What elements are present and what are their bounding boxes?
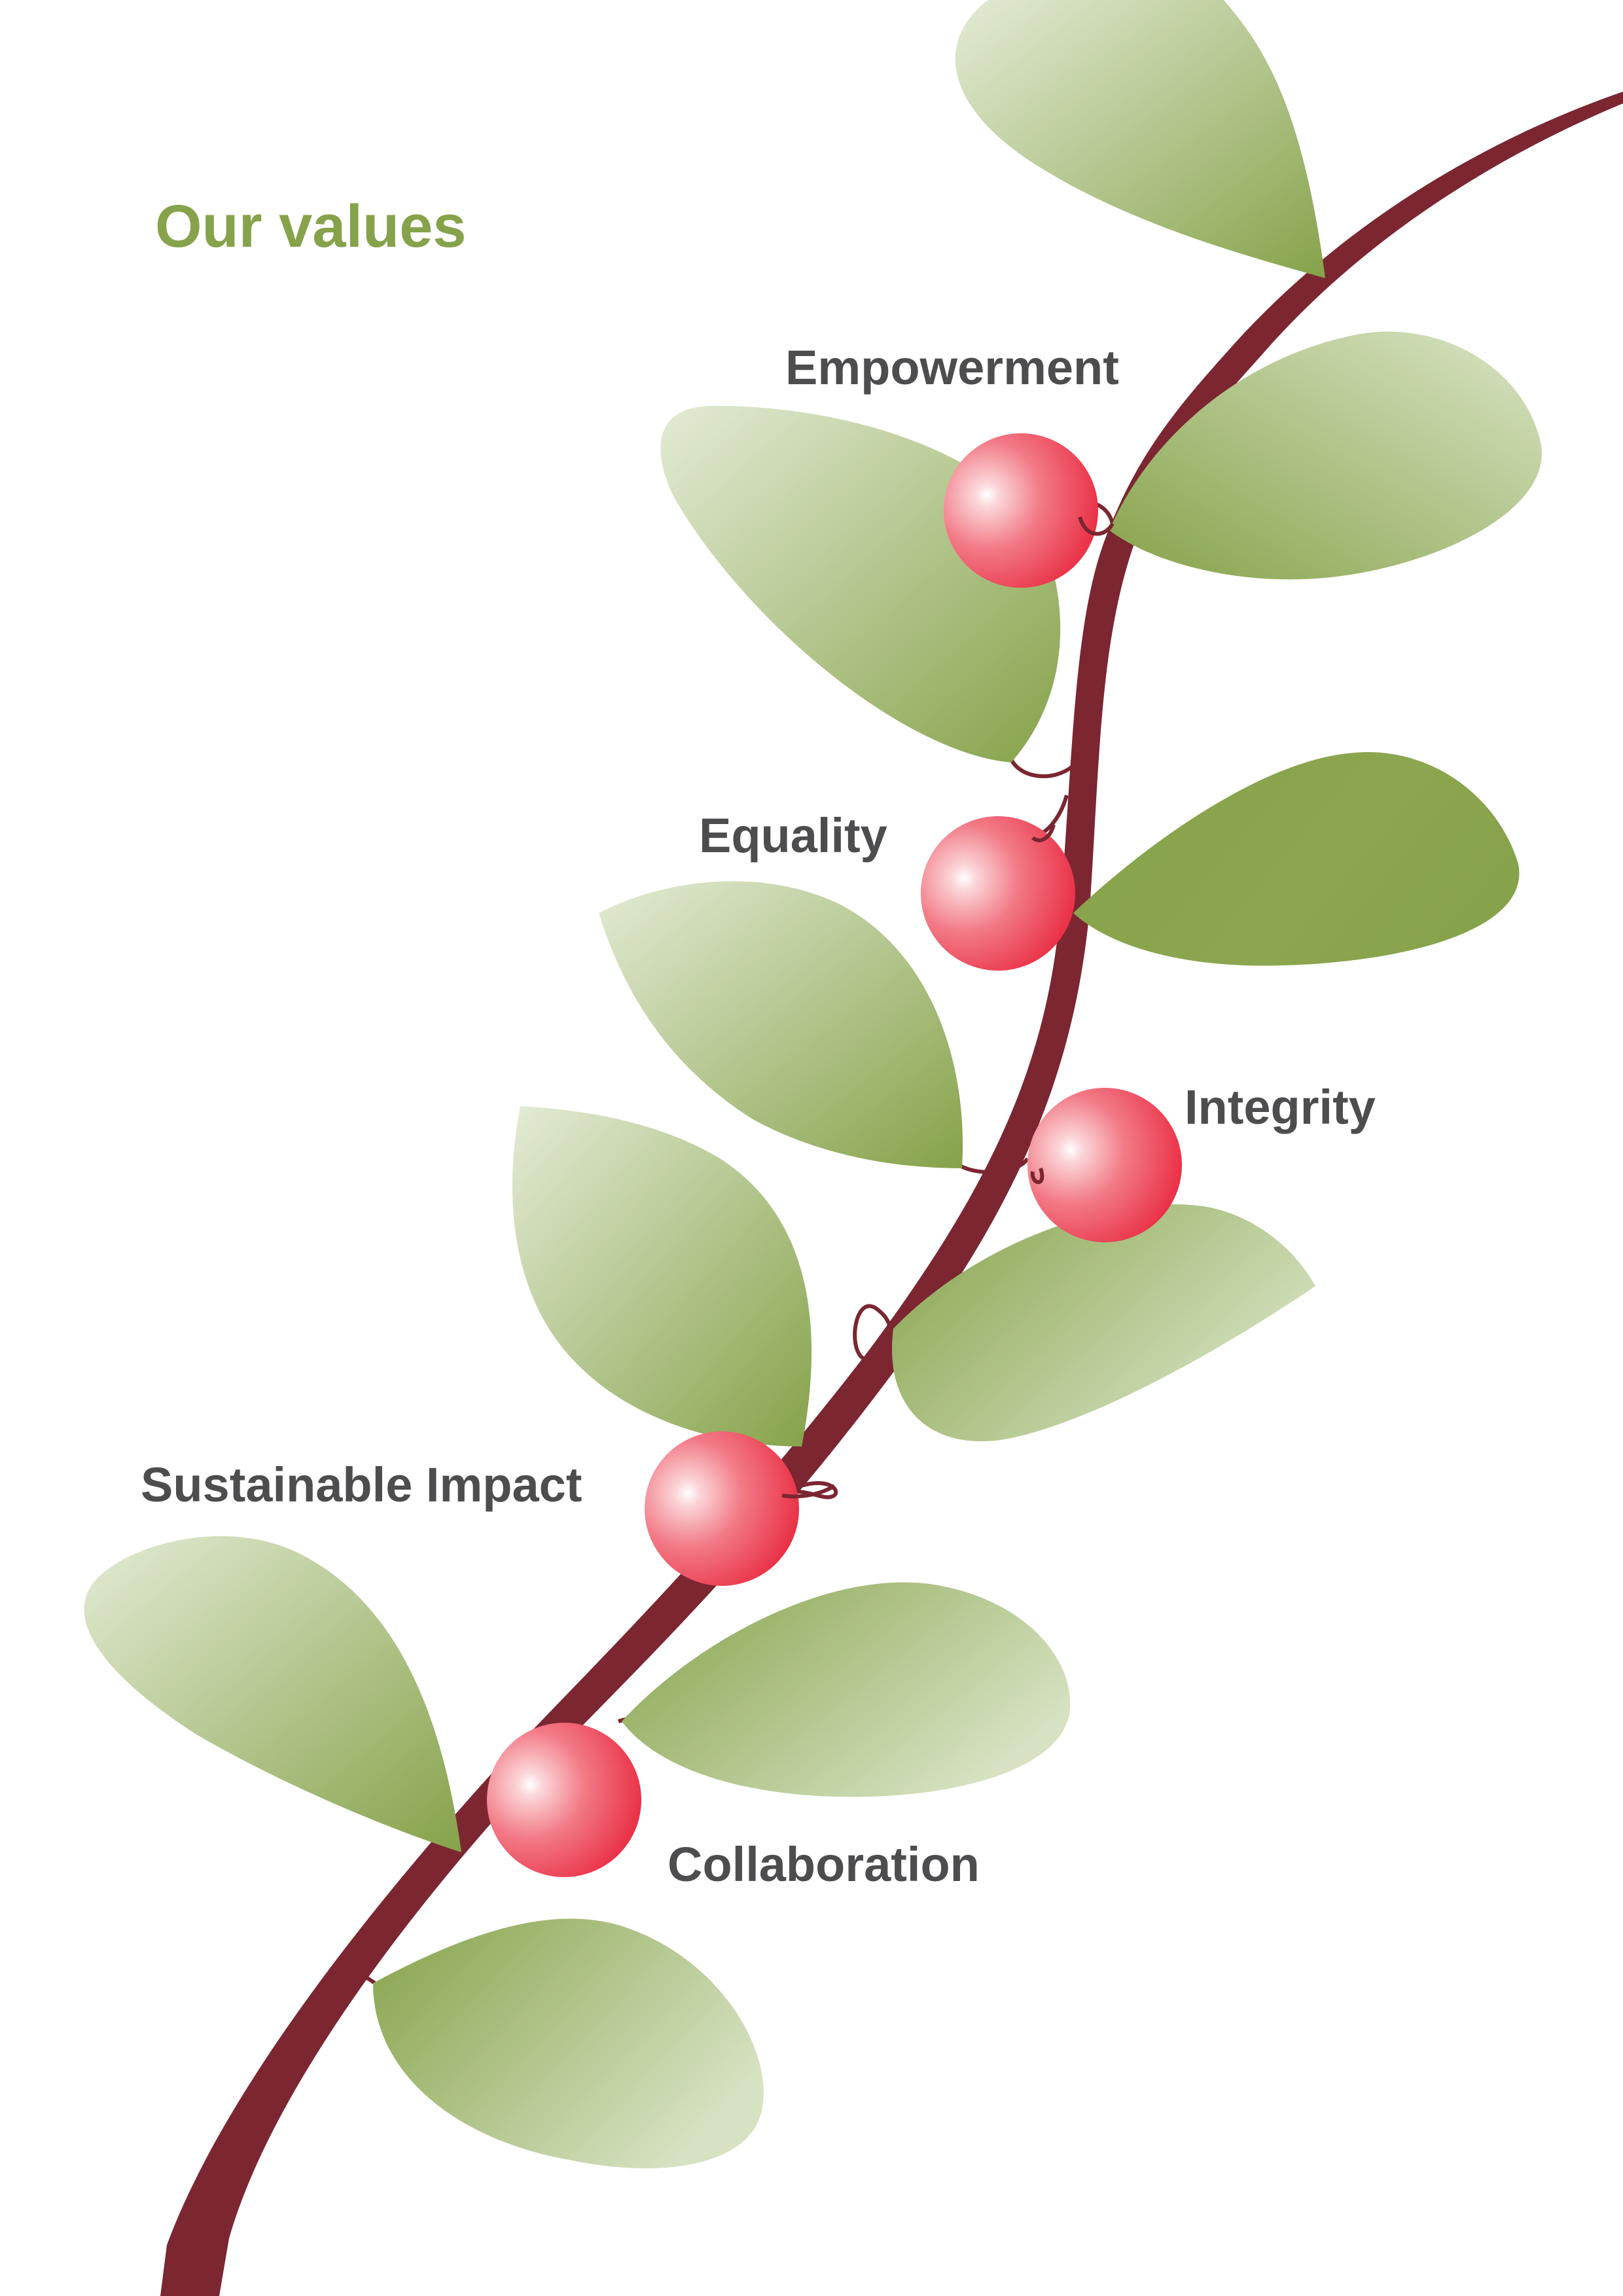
berry-integrity <box>1027 1088 1182 1242</box>
page-title: Our values <box>155 193 467 260</box>
leaf <box>1109 331 1542 580</box>
leaf <box>1073 752 1520 966</box>
berry-equality <box>921 816 1075 971</box>
value-label-sustainable-impact: Sustainable Impact <box>141 1458 582 1512</box>
value-berries <box>487 433 1182 1877</box>
value-label-collaboration: Collaboration <box>668 1837 980 1892</box>
leaf <box>891 1204 1315 1442</box>
berry-stalks <box>781 516 1115 1499</box>
berry-sustainable-impact <box>645 1431 799 1586</box>
value-label-equality: Equality <box>699 808 887 863</box>
leaf <box>512 1106 812 1446</box>
leaf <box>84 1536 462 1852</box>
leaf <box>622 1582 1071 1797</box>
leaf <box>599 881 963 1168</box>
leaf <box>373 1918 764 2169</box>
berry-collaboration <box>487 1723 641 1877</box>
value-label-empowerment: Empowerment <box>785 340 1119 395</box>
berry-empowerment <box>944 433 1098 588</box>
leaf <box>955 0 1325 278</box>
value-label-integrity: Integrity <box>1185 1080 1376 1134</box>
